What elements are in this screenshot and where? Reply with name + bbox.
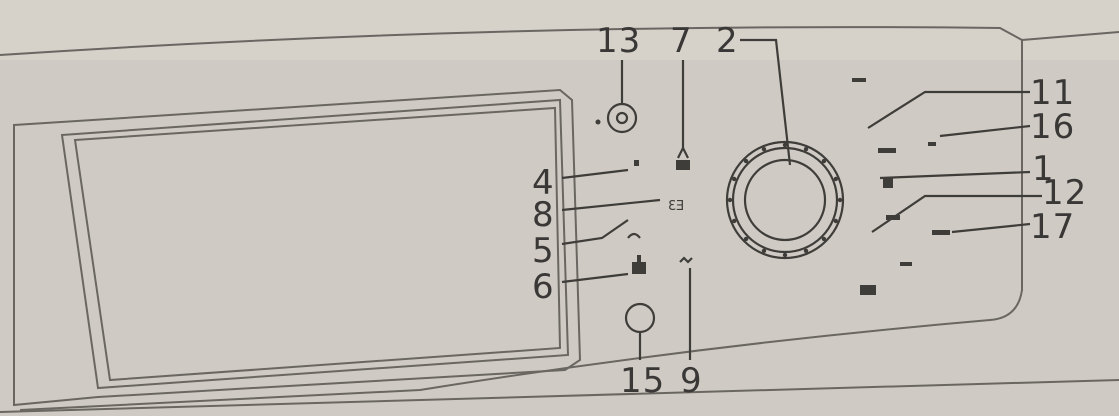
dial-tick-mark (803, 248, 809, 253)
dial-tick-mark (761, 248, 767, 253)
callout-1: 1 (1032, 149, 1055, 189)
indicator-bar-icon (928, 142, 936, 146)
callout-5: 5 (532, 231, 555, 271)
callout-15: 15 (620, 361, 665, 401)
indicator-bar-icon (860, 285, 876, 295)
callout-4: 4 (532, 163, 555, 203)
callout-labels: 13 7 2 11 16 1 12 17 4 8 5 6 15 9 (532, 21, 1087, 401)
dial-ticks (727, 142, 843, 258)
dial-tick-mark (782, 252, 788, 258)
rinse-symbol-icon (679, 256, 693, 264)
dial-tick-mark (732, 176, 737, 182)
dial-tick-mark (833, 176, 838, 182)
panel-outline (0, 26, 1119, 413)
dial-tick-mark (732, 218, 737, 224)
delay-symbol-icon: ƐƎ (668, 199, 684, 214)
callout-17: 17 (1030, 207, 1075, 247)
dial-tick-mark (743, 158, 749, 164)
indicator-bar-icon (852, 78, 866, 82)
dial-tick-mark (833, 218, 838, 224)
callout-12: 12 (1042, 173, 1087, 213)
dial-tick-mark (821, 236, 827, 242)
callout-16: 16 (1030, 107, 1075, 147)
dial-tick-mark (821, 158, 827, 164)
dial-tick-mark (761, 147, 767, 152)
callout-2: 2 (716, 21, 739, 61)
callout-11: 11 (1030, 73, 1075, 113)
indicator-bar-icon (883, 178, 893, 188)
temperature-symbol-icon (632, 255, 646, 274)
dial-tick-mark (837, 197, 843, 203)
callout-7: 7 (670, 21, 693, 61)
spin-symbol-icon (627, 232, 641, 239)
indicator-led-icon (634, 160, 639, 166)
callout-9: 9 (680, 361, 703, 401)
dial-tick-mark (727, 197, 733, 203)
dial-tick-mark (782, 142, 788, 148)
indicator-bar-icon (932, 230, 950, 235)
leader-lines (561, 38, 1042, 360)
callout-6: 6 (532, 267, 555, 307)
child-lock-icon (676, 147, 690, 170)
dial-tick-mark (743, 236, 749, 242)
callout-13: 13 (596, 21, 641, 61)
indicator-dot-icon (595, 119, 601, 125)
indicator-bar-icon (900, 262, 912, 266)
program-selector-dial[interactable] (725, 140, 845, 260)
dial-tick-mark (803, 147, 809, 152)
callout-8: 8 (532, 195, 555, 235)
indicator-bar-icon (878, 148, 896, 153)
